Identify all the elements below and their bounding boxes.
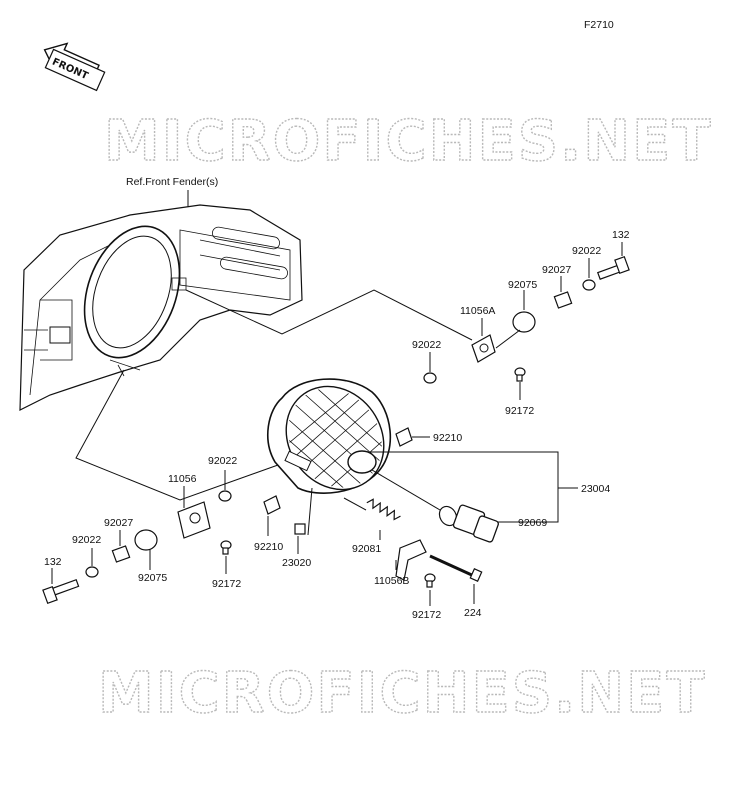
reference-note: Ref.Front Fender(s) <box>126 176 218 188</box>
washer-icon <box>582 279 596 291</box>
left-mount-group <box>42 470 306 605</box>
label-23020: 23020 <box>282 557 311 569</box>
bulb-icon <box>371 469 499 543</box>
label-92022-left: 92022 <box>208 455 237 467</box>
watermark-bottom: MICROFICHES.NET <box>98 661 707 726</box>
label-132-left: 132 <box>44 556 62 568</box>
label-92022-top: 92022 <box>572 245 601 257</box>
label-92172-bottom: 92172 <box>412 609 441 621</box>
bracket-icon-11056b <box>395 539 427 581</box>
label-92027-left: 92027 <box>104 517 133 529</box>
clip-icon <box>395 427 413 447</box>
label-92210-left: 92210 <box>254 541 283 553</box>
label-224: 224 <box>464 607 482 619</box>
label-92172-top: 92172 <box>505 405 534 417</box>
label-23004: 23004 <box>581 483 610 495</box>
spring-icon <box>366 498 401 521</box>
figure-code: F2710 <box>584 19 614 31</box>
washer-icon-lower <box>85 566 99 578</box>
label-92022-lower: 92022 <box>72 534 101 546</box>
screw-icon-92172-bottom <box>424 573 436 588</box>
label-92075-left: 92075 <box>138 572 167 584</box>
label-92027-top: 92027 <box>542 264 571 276</box>
washer-icon-left <box>218 490 232 502</box>
label-92081: 92081 <box>352 543 381 555</box>
right-mount-group <box>395 242 630 447</box>
front-arrow-icon: FRONT <box>43 42 106 92</box>
assembly-guide-lines <box>75 289 473 501</box>
collar-icon-left <box>111 545 131 563</box>
label-92172-left: 92172 <box>212 578 241 590</box>
screw-icon-92172-top <box>514 367 526 382</box>
screw-icon <box>596 255 630 280</box>
grommet-icon-left <box>134 529 158 551</box>
fender-drawing <box>19 204 303 411</box>
nut-icon <box>294 523 306 535</box>
grommet-icon <box>512 311 536 333</box>
collar-icon <box>553 291 573 309</box>
label-11056: 11056 <box>168 473 197 485</box>
screw-icon-92172-left <box>220 540 232 555</box>
watermark-top: MICROFICHES.NET <box>104 109 713 174</box>
label-132-top: 132 <box>612 229 630 241</box>
label-92069: 92069 <box>518 517 547 529</box>
part-labels: 132 92022 92027 92075 11056A 92022 92172… <box>44 229 630 621</box>
assembly-23004-bracket <box>370 451 559 523</box>
label-92210-right: 92210 <box>433 432 462 444</box>
label-11056a: 11056A <box>460 305 495 317</box>
adjuster-group <box>343 497 516 606</box>
headlight-assembly <box>267 378 396 536</box>
label-92075-top: 92075 <box>508 279 537 291</box>
screw-icon-224 <box>429 554 483 582</box>
label-92022-mid: 92022 <box>412 339 441 351</box>
washer-icon-mid <box>423 372 437 384</box>
screw-icon-left <box>42 578 80 605</box>
label-11056b: 11056B <box>374 575 409 587</box>
clip-icon-left <box>263 495 281 515</box>
